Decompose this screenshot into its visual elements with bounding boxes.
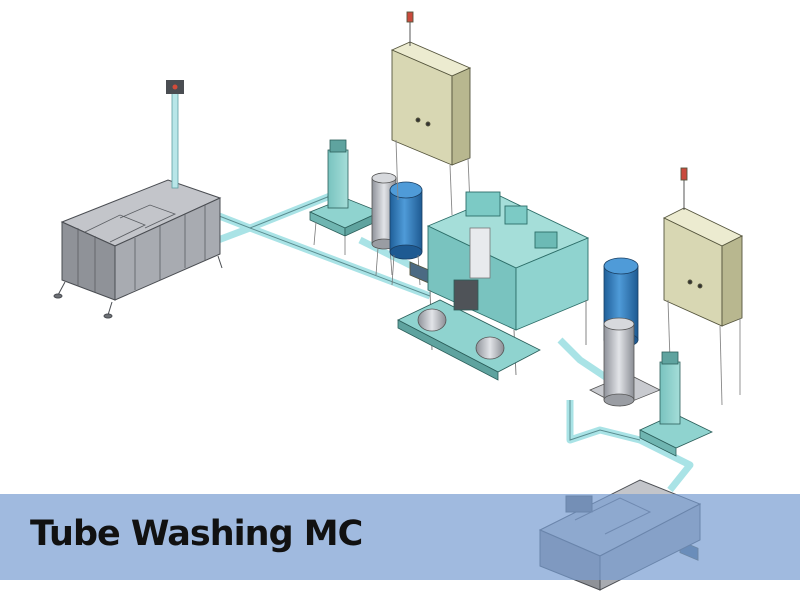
left-pump — [308, 139, 382, 255]
central-main-tank — [426, 191, 590, 376]
machine-title: Tube Washing MC — [30, 514, 363, 554]
right-filter-housing — [589, 317, 661, 407]
left-signal-post — [166, 80, 184, 189]
right-control-cabinet — [662, 167, 744, 561]
right-pump — [639, 351, 713, 457]
signal-tower-icon — [406, 11, 414, 23]
left-rinse-tank — [53, 179, 223, 319]
central-pressure-vessel — [389, 181, 423, 286]
center-control-cabinet — [390, 11, 472, 284]
pump-skid — [397, 227, 541, 381]
caption-band — [0, 494, 800, 580]
